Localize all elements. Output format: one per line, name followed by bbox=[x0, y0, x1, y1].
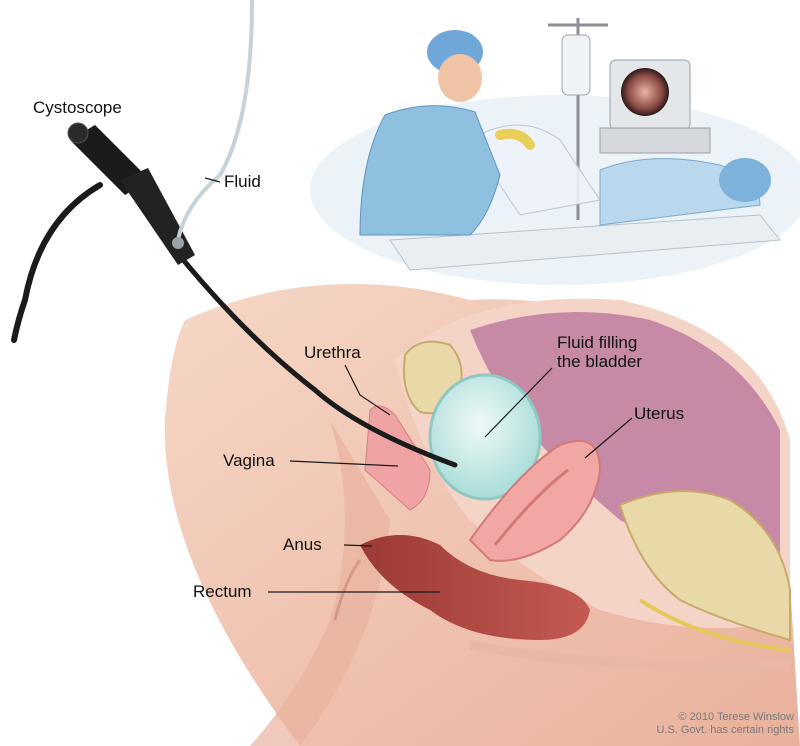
monitor-screen bbox=[621, 68, 669, 116]
fluid-tube bbox=[176, 0, 254, 241]
cystoscope-cable bbox=[11, 182, 103, 343]
copyright-credit: © 2010 Terese Winslow U.S. Govt. has cer… bbox=[636, 711, 794, 737]
procedure-scene bbox=[310, 18, 800, 285]
sacrum bbox=[618, 490, 791, 642]
label-urethra: Urethra bbox=[304, 343, 361, 362]
leader-urethra bbox=[344, 364, 391, 416]
leader-bladder bbox=[484, 367, 553, 438]
pelvis-cross-section bbox=[164, 284, 800, 746]
label-fluid-filling-bladder: Fluid filling the bladder bbox=[557, 333, 677, 371]
label-vagina: Vagina bbox=[223, 451, 275, 470]
leader-fluid bbox=[204, 177, 221, 183]
label-anus: Anus bbox=[283, 535, 322, 554]
credit-line2: U.S. Govt. has certain rights bbox=[656, 724, 794, 736]
label-fluid-filling-line1: Fluid filling bbox=[557, 333, 638, 352]
leader-anus bbox=[343, 544, 373, 547]
label-leader-lines bbox=[204, 177, 633, 593]
leader-vagina bbox=[289, 460, 399, 467]
cystoscope bbox=[11, 0, 458, 468]
patient-cap bbox=[719, 158, 771, 202]
cystoscope-shaft bbox=[182, 259, 458, 468]
label-rectum: Rectum bbox=[193, 582, 252, 601]
label-cystoscope: Cystoscope bbox=[33, 98, 122, 117]
label-uterus: Uterus bbox=[634, 404, 685, 423]
credit-line1: © 2010 Terese Winslow bbox=[678, 711, 794, 723]
label-fluid: Fluid bbox=[224, 172, 261, 191]
leader-uterus bbox=[584, 417, 633, 459]
label-fluid-filling-line2: the bladder bbox=[557, 352, 643, 371]
rectum bbox=[360, 535, 590, 640]
